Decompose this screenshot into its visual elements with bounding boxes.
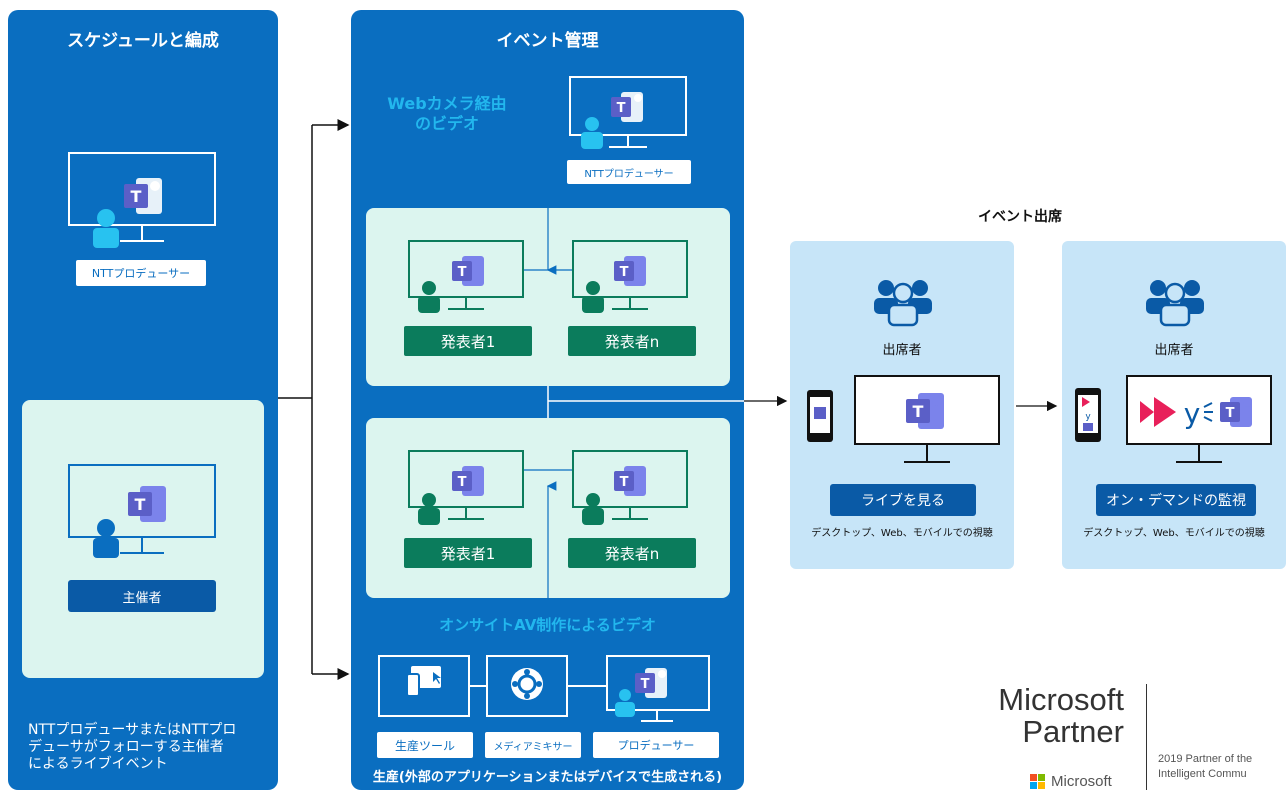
svg-text:T: T: [913, 402, 924, 421]
svg-text:T: T: [458, 475, 467, 490]
presenter-monitor: [572, 450, 688, 520]
footnote-line: デューサがフォローする主催者: [28, 739, 224, 755]
teams-icon: T: [128, 486, 166, 522]
watch-live-button[interactable]: ライブを見る: [830, 484, 976, 516]
partner-logo: Microsoft Partner: [968, 684, 1124, 748]
presenter-group-2: T 発表者1 T 発表者n: [366, 418, 730, 598]
event-management-title: イベント管理: [496, 31, 599, 51]
webcam-title: Webカメラ経由 のビデオ: [387, 94, 507, 134]
teams-icon: T: [124, 178, 162, 214]
ondemand-button[interactable]: オン・デマンドの監視: [1096, 484, 1256, 516]
media-mixer-label: メディアミキサー: [485, 732, 581, 758]
webcam-title-line: Webカメラ経由: [387, 94, 507, 113]
event-management-panel: イベント管理 Webカメラ経由 のビデオ T NTTプロデューサー: [351, 10, 744, 790]
person-icon: [418, 493, 440, 525]
teams-icon: T: [452, 466, 484, 496]
schedule-panel: スケジュールと編成 T NTTプロデューサー T 主催者: [8, 10, 278, 790]
presenter-monitor: [408, 240, 524, 310]
presenter-1-label: 発表者1: [404, 326, 532, 356]
partner-line1: Microsoft: [998, 682, 1124, 717]
attendance-title: イベント出席: [978, 209, 1062, 225]
teams-icon: T: [1220, 397, 1252, 427]
attendee-label: 出席者: [1154, 343, 1194, 358]
presenter-n-label: 発表者n: [568, 538, 696, 568]
connector-to-ondemand: [1016, 400, 1058, 412]
teams-icon: T: [906, 393, 944, 429]
attendee-label: 出席者: [882, 343, 922, 358]
attendees-icon: [874, 280, 932, 327]
presenter-group-1: T 発表者1 T 発表者n: [366, 208, 730, 386]
live-box: 出席者 T ライブを見る デスクトップ、Web、モバイルでの視聴: [790, 241, 1014, 569]
producer-label: NTTプロデューサー: [76, 260, 206, 286]
partner-line2: Partner: [1022, 714, 1124, 749]
footnote-line: によるライブイベント: [28, 756, 168, 772]
svg-text:T: T: [1226, 406, 1235, 421]
tablet-tool-icon: [406, 666, 441, 697]
group1-connector: [522, 208, 572, 275]
person-icon: [93, 519, 119, 558]
presenter-n-label: 発表者n: [568, 326, 696, 356]
person-icon: [582, 281, 604, 313]
teams-icon: T: [635, 668, 667, 698]
group-link: [547, 386, 744, 420]
presenter-monitor: [408, 450, 524, 520]
award-line2: Intelligent Commu: [1158, 768, 1247, 780]
attendees-icon: [1146, 280, 1204, 327]
microsoft-brand: Microsoft: [1030, 773, 1112, 790]
ondemand-caption: デスクトップ、Web、モバイルでの視聴: [1083, 528, 1265, 539]
microsoft-logo-icon: [1030, 773, 1045, 789]
production-caption: 生産(外部のアプリケーションまたはデバイスで生成される): [372, 770, 723, 785]
footnote: NTTプロデューサまたはNTTプロ デューサがフォローする主催者 によるライブイ…: [28, 722, 236, 773]
phone-icon: y: [1075, 388, 1101, 442]
svg-text:T: T: [620, 475, 629, 490]
person-icon: [615, 689, 635, 717]
webcam-producer-monitor: [569, 76, 687, 148]
schedule-title: スケジュールと編成: [67, 31, 219, 51]
group2-connector: [524, 469, 574, 598]
production-tool-label: 生産ツール: [377, 732, 473, 758]
svg-text:T: T: [620, 265, 629, 280]
teams-icon: T: [614, 256, 646, 286]
svg-text:T: T: [641, 677, 650, 692]
svg-text:T: T: [135, 495, 146, 514]
person-icon: [93, 209, 119, 248]
svg-text:y: y: [1184, 397, 1201, 430]
microsoft-brand-text: Microsoft: [1051, 773, 1112, 790]
organizer-label: 主催者: [68, 580, 216, 612]
webcam-producer-label: NTTプロデューサー: [567, 160, 691, 184]
organizer-box: T 主催者: [22, 400, 264, 678]
organizer-monitor: [68, 464, 216, 554]
webcam-title-line: のビデオ: [414, 114, 479, 133]
person-icon: [582, 493, 604, 525]
presenter-1-label: 発表者1: [404, 538, 532, 568]
award-text: 2019 Partner of the Intelligent Commu: [1158, 752, 1252, 782]
partner-divider: [1146, 684, 1147, 790]
award-line1: 2019 Partner of the: [1158, 753, 1253, 765]
svg-text:T: T: [458, 265, 467, 280]
live-caption: デスクトップ、Web、モバイルでの視聴: [811, 528, 993, 539]
producer-monitor: [68, 152, 216, 242]
production-row: [378, 655, 710, 722]
connector-to-live: [744, 395, 788, 407]
phone-icon: [807, 390, 833, 442]
teams-icon: T: [614, 466, 646, 496]
svg-text:T: T: [617, 101, 626, 116]
ondemand-box: 出席者 y y T オン・デマンドの監視 デスクトップ、Web、モバイルでの視聴: [1062, 241, 1286, 569]
person-icon: [581, 117, 603, 149]
teams-icon: T: [452, 256, 484, 286]
ondemand-monitor: [1126, 375, 1272, 463]
onsite-title: オンサイトAV制作によるビデオ: [439, 616, 656, 634]
producer-label: プロデューサー: [593, 732, 719, 758]
person-icon: [418, 281, 440, 313]
teams-icon: T: [611, 92, 643, 122]
svg-text:T: T: [131, 187, 142, 206]
media-mixer-icon: [511, 668, 543, 700]
presenter-monitor: [572, 240, 688, 310]
footnote-line: NTTプロデューサまたはNTTプロ: [28, 722, 237, 738]
yammer-icon: y: [1140, 397, 1213, 430]
svg-text:y: y: [1085, 412, 1091, 422]
connector-left-middle: [278, 119, 350, 680]
